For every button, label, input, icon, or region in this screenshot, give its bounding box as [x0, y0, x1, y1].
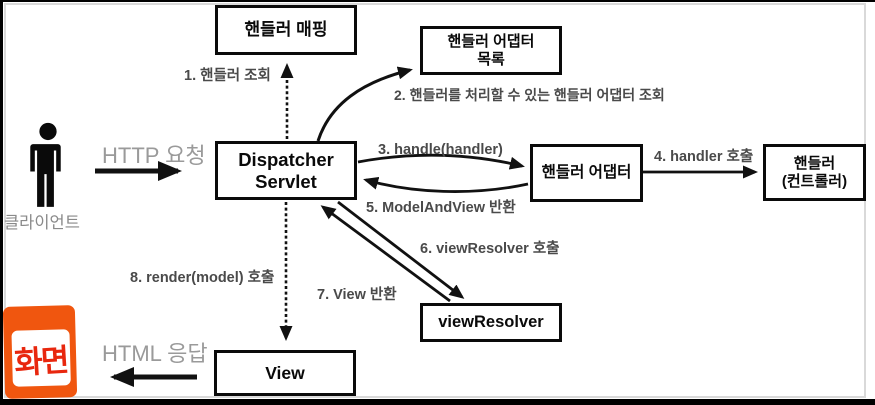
step6-label: 6. viewResolver 호출 — [420, 241, 560, 257]
handler-adapter-label: 핸들러 어댑터 — [541, 164, 632, 182]
box-handler-controller: 핸들러 (컨트롤러) — [763, 144, 866, 201]
http-request-label: HTTP 요청 — [102, 143, 206, 168]
step8-label: 8. render(model) 호출 — [130, 270, 275, 286]
dispatcher-servlet-line1: Dispatcher — [238, 149, 334, 171]
view-label: View — [265, 362, 305, 383]
arrow-step5 — [363, 177, 529, 193]
screen-sticker-text: 화면 — [13, 341, 69, 382]
arrow-step6 — [337, 200, 465, 299]
step4-label: 4. handler 호출 — [654, 149, 754, 165]
box-handler-mapping: 핸들러 매핑 — [215, 5, 357, 55]
client-label: 클라이언트 — [4, 214, 80, 232]
handler-adapter-list-line1: 핸들러 어댑터 — [447, 33, 535, 51]
step2-label: 2. 핸들러를 처리할 수 있는 핸들러 어댑터 조회 — [394, 87, 665, 103]
box-view: View — [214, 350, 356, 396]
arrow-step2 — [316, 66, 413, 142]
handler-mapping-label: 핸들러 매핑 — [244, 20, 328, 40]
step5-label: 5. ModelAndView 반환 — [366, 200, 516, 216]
screen-sticker-icon: 화면 — [2, 305, 78, 399]
screen-sticker-panel: 화면 — [11, 329, 71, 387]
box-handler-adapter: 핸들러 어댑터 — [530, 144, 643, 202]
handler-controller-line2: (컨트롤러) — [781, 172, 848, 190]
step3-label: 3. handle(handler) — [378, 142, 503, 158]
box-handler-adapter-list: 핸들러 어댑터 목록 — [420, 26, 562, 75]
html-response-label: HTML 응답 — [102, 341, 208, 366]
box-dispatcher-servlet: Dispatcher Servlet — [215, 141, 357, 200]
handler-controller-line1: 핸들러 — [793, 155, 836, 173]
arrow-step3 — [357, 153, 525, 170]
step7-label: 7. View 반환 — [317, 287, 397, 303]
box-view-resolver: viewResolver — [420, 303, 562, 342]
step1-label: 1. 핸들러 조회 — [184, 68, 271, 84]
dispatcher-servlet-line2: Servlet — [255, 170, 317, 192]
client-person-icon — [28, 120, 68, 217]
arrow-step7 — [320, 205, 451, 303]
view-resolver-label: viewResolver — [438, 313, 544, 332]
handler-adapter-list-line2: 목록 — [477, 50, 505, 68]
